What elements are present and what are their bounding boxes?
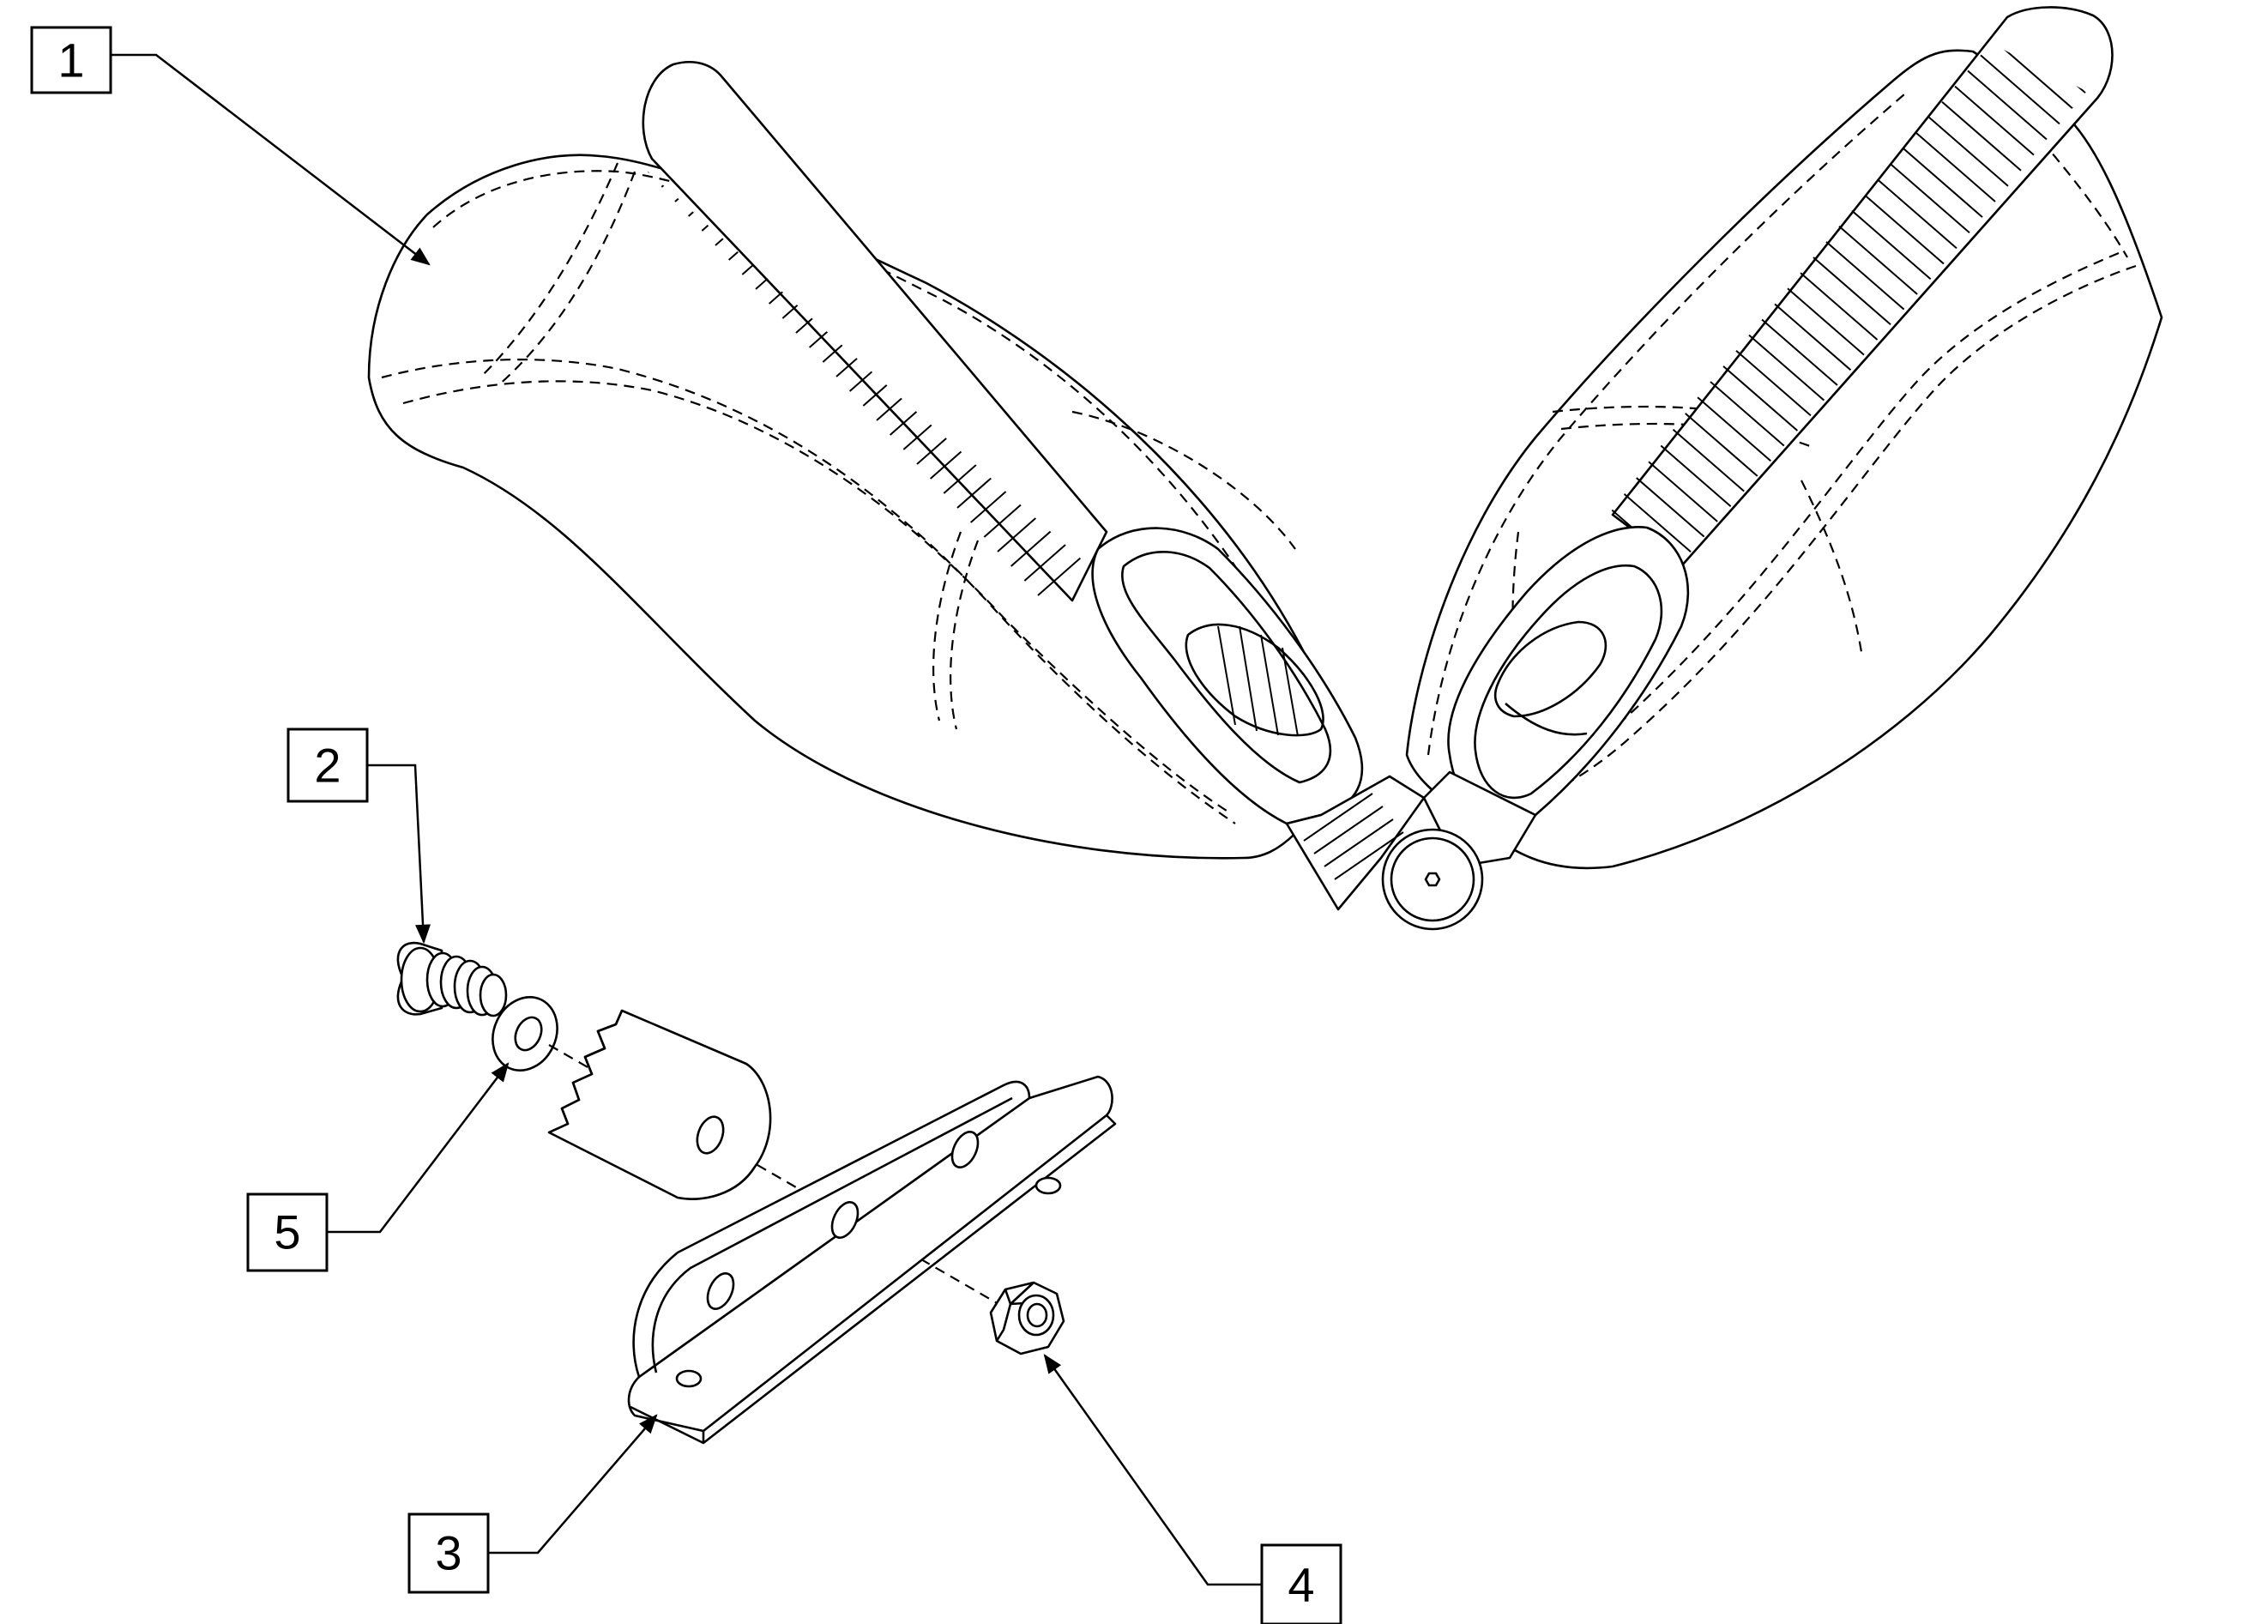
- left-strap: [642, 61, 1108, 602]
- right-strap-rib: [1813, 257, 1893, 327]
- right-strap-rib: [1620, 490, 1700, 560]
- right-strap-rib: [1761, 318, 1842, 389]
- callout-3-label: 3: [435, 1526, 461, 1580]
- right-strap-rib: [1710, 381, 1790, 451]
- right-strap-rib: [1671, 427, 1752, 498]
- right-strap-rib: [1774, 303, 1855, 374]
- mounting-bracket-part: [627, 1075, 1117, 1445]
- pad-section-cutaway: [547, 1009, 772, 1200]
- right-strap-rib: [1632, 474, 1713, 545]
- callout-2-label: 2: [314, 739, 341, 793]
- right-strap-rib: [1748, 334, 1829, 405]
- right-strap-rib: [1967, 69, 2048, 141]
- right-strap-rib: [1684, 412, 1764, 483]
- right-strap-rib: [1787, 287, 1867, 359]
- right-strap-rib: [1658, 443, 1739, 514]
- right-strap-rib: [1838, 225, 1919, 296]
- calf-pad-assembly: [367, 6, 2163, 931]
- right-strap-rib: [1735, 349, 1816, 420]
- callout-3: 3: [407, 1414, 658, 1594]
- right-strap-rib: [1851, 209, 1932, 281]
- right-strap-rib: [1697, 396, 1777, 467]
- screw-part: [396, 941, 508, 1017]
- callout-4: 4: [1043, 1354, 1342, 1624]
- right-strap-rib: [1864, 194, 1945, 265]
- right-strap-rib: [1645, 458, 1726, 529]
- hinge-hub: [1381, 828, 1484, 931]
- callout-5-label: 5: [274, 1205, 300, 1259]
- washer-part: [492, 996, 558, 1072]
- right-strap-rib: [1722, 365, 1803, 436]
- callout-1: 1: [30, 26, 431, 266]
- right-strap-rib: [1980, 54, 2060, 125]
- callout-5: 5: [246, 1062, 510, 1272]
- right-strap-rib: [1954, 85, 2035, 156]
- right-strap-rib: [1928, 117, 2009, 187]
- right-strap-rib: [1890, 163, 1970, 234]
- callout-4-label: 4: [1288, 1558, 1314, 1612]
- right-strap: [1611, 6, 2114, 568]
- right-strap-rib: [1800, 272, 1880, 342]
- right-strap-rib: [1903, 148, 1983, 218]
- right-strap-rib: [1877, 178, 1957, 250]
- lock-nut-part: [989, 1281, 1065, 1355]
- callout-1-label: 1: [57, 33, 84, 88]
- right-strap-rib: [1915, 132, 1996, 202]
- right-strap-rib: [1941, 100, 2022, 172]
- hex-socket-icon: [1424, 872, 1441, 887]
- callout-2: 2: [287, 727, 431, 945]
- right-strap-rib: [1825, 241, 1906, 311]
